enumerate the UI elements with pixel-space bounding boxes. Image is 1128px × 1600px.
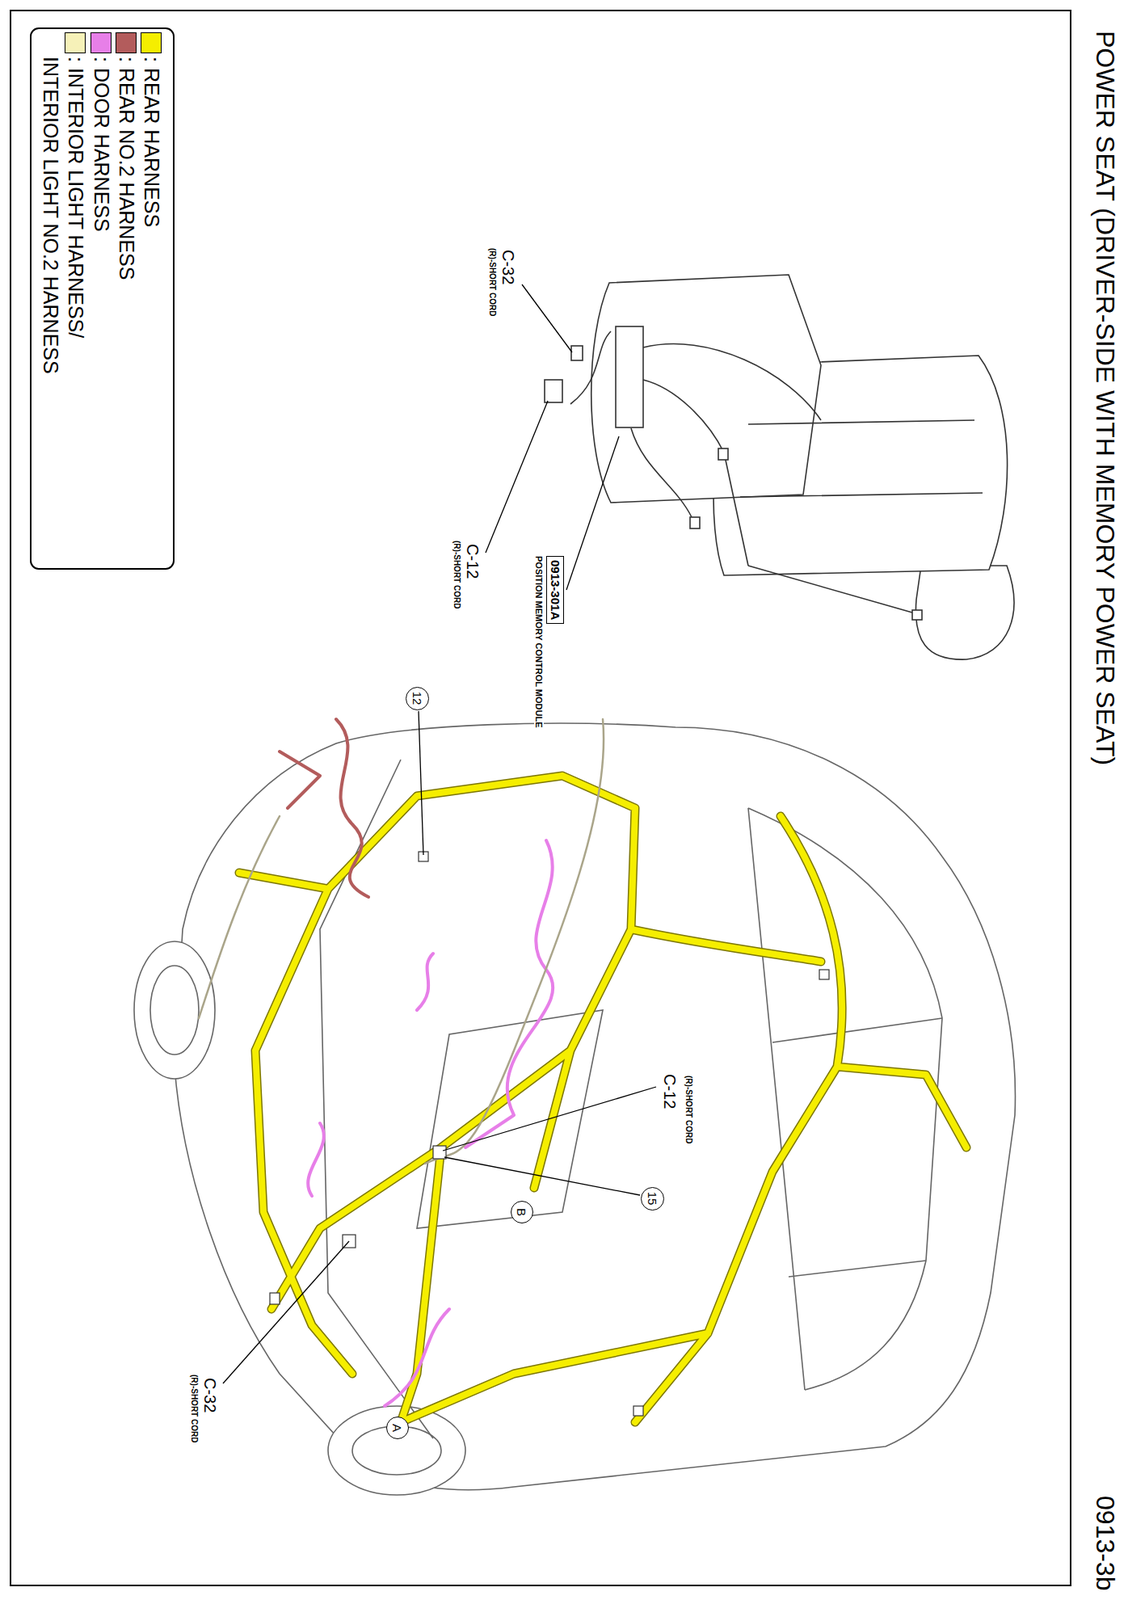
connector-note: (R)-SHORT CORD [684, 1074, 695, 1145]
car-drawing [134, 723, 1015, 1495]
callout-circle: 12 [406, 686, 430, 711]
connector-note: (R)-SHORT CORD [189, 1373, 200, 1444]
harness-drawing [198, 719, 967, 1423]
connector-label: C-32 [498, 248, 518, 286]
legend-swatch [115, 32, 137, 54]
page-number: 0913-3b [1090, 1495, 1120, 1591]
legend-text: : DOOR HARNESS [88, 56, 114, 421]
callout-circle: B [510, 1200, 534, 1224]
callout-circle: 15 [641, 1186, 666, 1211]
module-box: 0913-301APOSITION MEMORY CONTROL MODULE [534, 555, 564, 728]
callout-number: 15 [646, 1191, 661, 1206]
connector-label: C-32 [200, 1376, 219, 1414]
module-name: POSITION MEMORY CONTROL MODULE [534, 555, 544, 728]
seat-drawing [544, 274, 1015, 660]
legend-swatch [90, 32, 112, 54]
connector-label: C-12 [660, 1073, 679, 1110]
callout-number: B [515, 1207, 530, 1217]
module-code: 0913-301A [546, 555, 564, 624]
callout-number: 12 [411, 691, 426, 706]
page-frame [10, 10, 1071, 1586]
legend-text: : REAR HARNESS [138, 56, 165, 421]
legend-text: : INTERIOR LIGHT HARNESS/ INTERIOR LIGHT… [37, 56, 89, 421]
legend-swatch [64, 32, 86, 54]
legend-text: : REAR NO.2 HARNESS [113, 56, 139, 421]
connector-note: (R)-SHORT CORD [488, 247, 498, 317]
leader-lines [223, 284, 657, 1384]
callout-number: A [391, 1423, 405, 1432]
page-title: POWER SEAT (DRIVER-SIDE WITH MEMORY POWE… [1090, 30, 1120, 766]
connector-symbols [269, 851, 830, 1416]
connector-note: (R)-SHORT CORD [452, 539, 463, 610]
legend-box [30, 28, 174, 569]
legend-swatch [140, 32, 162, 54]
connector-label: C-12 [462, 542, 482, 580]
callout-circle: A [386, 1416, 409, 1440]
